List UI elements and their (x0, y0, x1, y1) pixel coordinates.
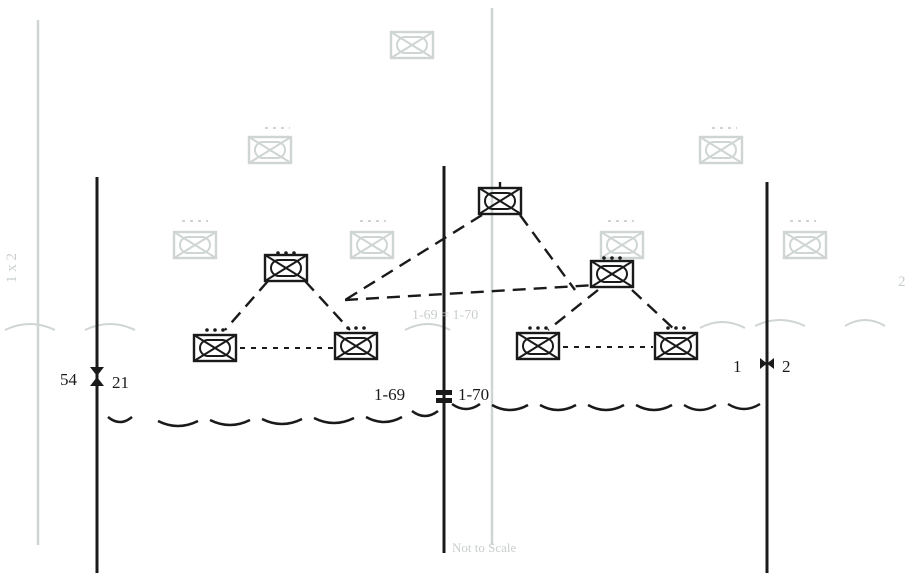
infantry-battalion-icon (192, 328, 238, 363)
center-boundary-left-label: 1-69 (374, 385, 406, 404)
brigade-hq-icon (477, 182, 523, 216)
faded-unit-icon (172, 230, 218, 260)
faded-unit-icon (782, 230, 828, 260)
left-boundary-left-label: 54 (60, 370, 77, 389)
infantry-battalion-icon (653, 326, 699, 361)
boundary-lines (95, 166, 769, 573)
faded-unit-icon (599, 230, 645, 260)
infantry-battalion-icon (333, 326, 379, 361)
faded-unit-icon (247, 135, 293, 165)
infantry-battalion-icon (515, 326, 561, 361)
formation-links (224, 213, 676, 349)
double-bar-marker-icon (436, 390, 452, 395)
faded-left-edge-label: 1 x 2 (4, 253, 20, 283)
bowtie-marker-icon (90, 367, 104, 376)
faded-right-edge-label: 2 (898, 274, 906, 290)
faded-footer-note: Not to Scale (452, 540, 517, 555)
center-boundary-right-label: 1-70 (458, 385, 490, 404)
faded-unit-icon (698, 135, 744, 165)
left-boundary-right-label: 21 (112, 373, 129, 392)
double-bar-marker-icon (436, 398, 452, 403)
infantry-battalion-icon (589, 256, 635, 289)
right-boundary-right-label: 2 (782, 357, 791, 376)
faded-unit-icon (389, 30, 435, 60)
bowtie-marker-icon (767, 358, 774, 369)
bowtie-marker-icon (90, 377, 104, 386)
faded-unit-icon (349, 230, 395, 260)
bowtie-marker-icon (760, 358, 767, 369)
faded-background-layer (4, 8, 886, 545)
infantry-battalion-icon (263, 251, 309, 283)
faded-center-caption: 1-69 = 1-70 (412, 308, 479, 323)
scalloped-phase-line (107, 402, 761, 428)
boundary-markers (90, 358, 774, 403)
right-boundary-left-label: 1 (733, 357, 742, 376)
unit-symbols (192, 182, 699, 363)
